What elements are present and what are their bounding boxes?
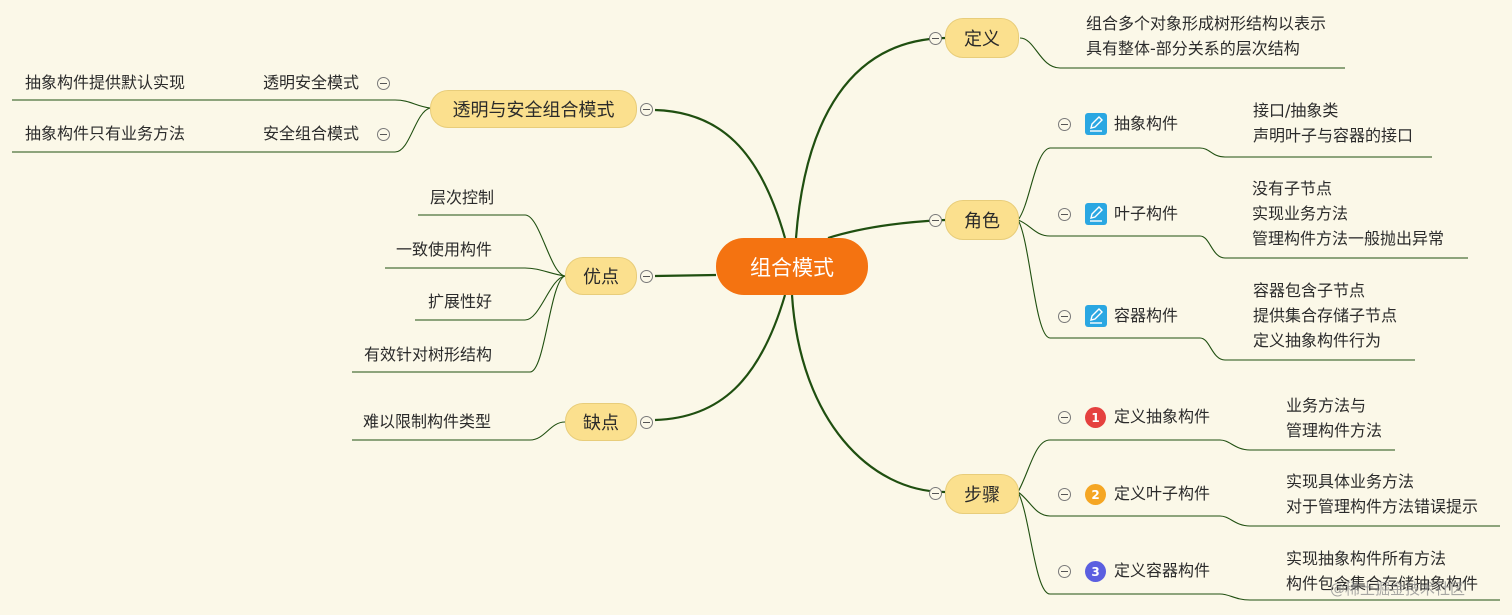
- step-2-line-1: 实现具体业务方法: [1286, 472, 1415, 491]
- collapse-toggle-step-3[interactable]: [1058, 565, 1071, 578]
- role-leaf-line-3: 管理构件方法一般抛出异常: [1252, 229, 1445, 248]
- topic-transparent-safe[interactable]: 透明与安全组合模式: [430, 90, 637, 128]
- definition-line-2: 具有整体-部分关系的层次结构: [1086, 39, 1300, 58]
- collapse-toggle-step-1[interactable]: [1058, 411, 1071, 424]
- collapse-toggle-advantages[interactable]: [640, 270, 653, 283]
- collapse-toggle-definition[interactable]: [929, 32, 942, 45]
- collapse-toggle-steps[interactable]: [929, 487, 942, 500]
- collapse-toggle-roles[interactable]: [929, 214, 942, 227]
- step-number-badge-1: 1: [1085, 407, 1106, 428]
- topic-steps[interactable]: 步骤: [945, 474, 1019, 514]
- topic-definition[interactable]: 定义: [945, 18, 1019, 58]
- definition-line-1: 组合多个对象形成树形结构以表示: [1086, 14, 1327, 33]
- collapse-toggle-step-2[interactable]: [1058, 488, 1071, 501]
- mode-label-transparent[interactable]: 透明安全模式: [263, 73, 360, 92]
- collapse-toggle-mode-transparent[interactable]: [377, 77, 390, 90]
- role-label-abstract[interactable]: 抽象构件: [1114, 114, 1179, 133]
- step-label-1[interactable]: 定义抽象构件: [1114, 407, 1211, 426]
- step-1-line-2: 管理构件方法: [1286, 421, 1383, 440]
- disadvantage-item: 难以限制构件类型: [363, 412, 492, 431]
- role-label-leaf[interactable]: 叶子构件: [1114, 204, 1179, 223]
- advantage-item: 扩展性好: [428, 292, 493, 311]
- topic-roles[interactable]: 角色: [945, 200, 1019, 240]
- step-label-3[interactable]: 定义容器构件: [1114, 561, 1211, 580]
- step-3-line-2: 构件包含集合存储抽象构件: [1286, 574, 1479, 593]
- role-abstract-line-1: 接口/抽象类: [1253, 101, 1339, 120]
- role-leaf-line-1: 没有子节点: [1252, 179, 1333, 198]
- role-container-line-2: 提供集合存储子节点: [1253, 306, 1398, 325]
- step-number-badge-2: 2: [1085, 484, 1106, 505]
- mode-label-safe[interactable]: 安全组合模式: [263, 124, 360, 143]
- collapse-toggle-role-abstract[interactable]: [1058, 118, 1071, 131]
- collapse-toggle-mode-safe[interactable]: [377, 128, 390, 141]
- topic-disadvantages[interactable]: 缺点: [565, 403, 637, 441]
- advantage-item: 一致使用构件: [396, 240, 493, 259]
- mode-detail-transparent: 抽象构件提供默认实现: [25, 73, 186, 92]
- role-leaf-line-2: 实现业务方法: [1252, 204, 1349, 223]
- role-label-container[interactable]: 容器构件: [1114, 306, 1179, 325]
- topic-advantages[interactable]: 优点: [565, 257, 637, 295]
- role-container-line-3: 定义抽象构件行为: [1253, 331, 1382, 350]
- mode-detail-safe: 抽象构件只有业务方法: [25, 124, 186, 143]
- step-2-line-2: 对于管理构件方法错误提示: [1286, 497, 1479, 516]
- collapse-toggle-role-container[interactable]: [1058, 310, 1071, 323]
- advantage-item: 有效针对树形结构: [364, 345, 493, 364]
- watermark: @稀土掘金技术社区: [1330, 580, 1466, 598]
- step-1-line-1: 业务方法与: [1286, 396, 1367, 415]
- advantage-item: 层次控制: [430, 188, 495, 207]
- collapse-toggle-role-leaf[interactable]: [1058, 208, 1071, 221]
- collapse-toggle-transparent-safe[interactable]: [640, 103, 653, 116]
- root-node[interactable]: 组合模式: [716, 238, 868, 295]
- edit-icon: [1085, 305, 1107, 327]
- role-container-line-1: 容器包含子节点: [1253, 281, 1366, 300]
- role-abstract-line-2: 声明叶子与容器的接口: [1253, 126, 1414, 145]
- edit-icon: [1085, 203, 1107, 225]
- collapse-toggle-disadvantages[interactable]: [640, 416, 653, 429]
- edit-icon: [1085, 113, 1107, 135]
- step-3-line-1: 实现抽象构件所有方法: [1286, 549, 1447, 568]
- step-number-badge-3: 3: [1085, 561, 1106, 582]
- step-label-2[interactable]: 定义叶子构件: [1114, 484, 1211, 503]
